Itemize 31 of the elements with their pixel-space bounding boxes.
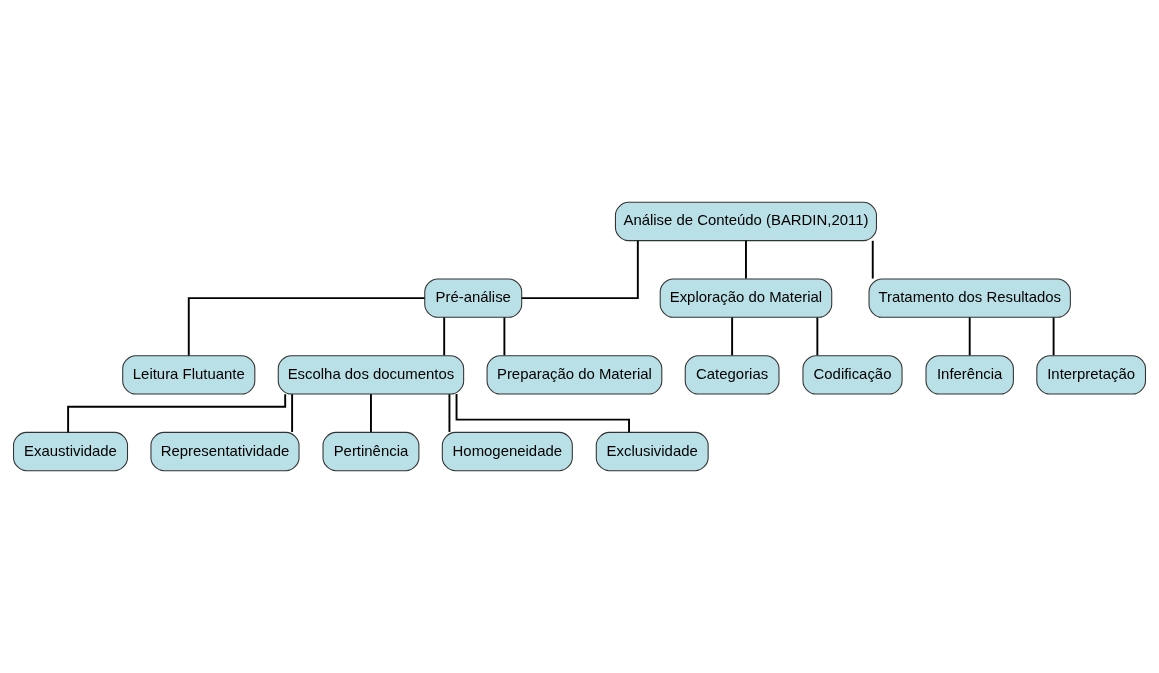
node-box: Codificação xyxy=(802,355,903,395)
connector xyxy=(448,393,451,433)
node-box: Leitura Flutuante xyxy=(122,355,256,395)
connector xyxy=(370,393,372,433)
node-box: Pertinência xyxy=(322,431,420,472)
node-box: Inferência xyxy=(925,355,1014,395)
connector xyxy=(67,393,287,434)
node-box: Preparação do Material xyxy=(486,355,663,395)
connector xyxy=(816,316,819,357)
node-box: Tratamento dos Resultados xyxy=(868,278,1071,318)
connector xyxy=(968,316,971,357)
connector xyxy=(871,239,874,280)
node-box: Exploração do Material xyxy=(659,278,833,318)
node-box: Categorias xyxy=(684,355,780,395)
connector xyxy=(443,316,446,357)
node-box: Pré-análise xyxy=(424,278,523,318)
node-box: Exclusividade xyxy=(595,431,709,472)
connector xyxy=(745,239,747,280)
node-box: Homogeneidade xyxy=(441,431,573,472)
connector xyxy=(187,297,426,357)
node-box: Representatividade xyxy=(150,431,300,472)
connector xyxy=(731,316,734,357)
node-box: Exaustividade xyxy=(12,431,129,472)
node-box: Análise de Conteúdo (BARDIN,2011) xyxy=(614,201,877,242)
connector xyxy=(1052,316,1055,357)
connector xyxy=(503,316,506,357)
node-box: Interpretação xyxy=(1036,355,1147,395)
connector xyxy=(291,393,294,433)
connector xyxy=(455,393,630,434)
connector xyxy=(520,239,639,300)
node-box: Escolha dos documentos xyxy=(277,355,465,395)
